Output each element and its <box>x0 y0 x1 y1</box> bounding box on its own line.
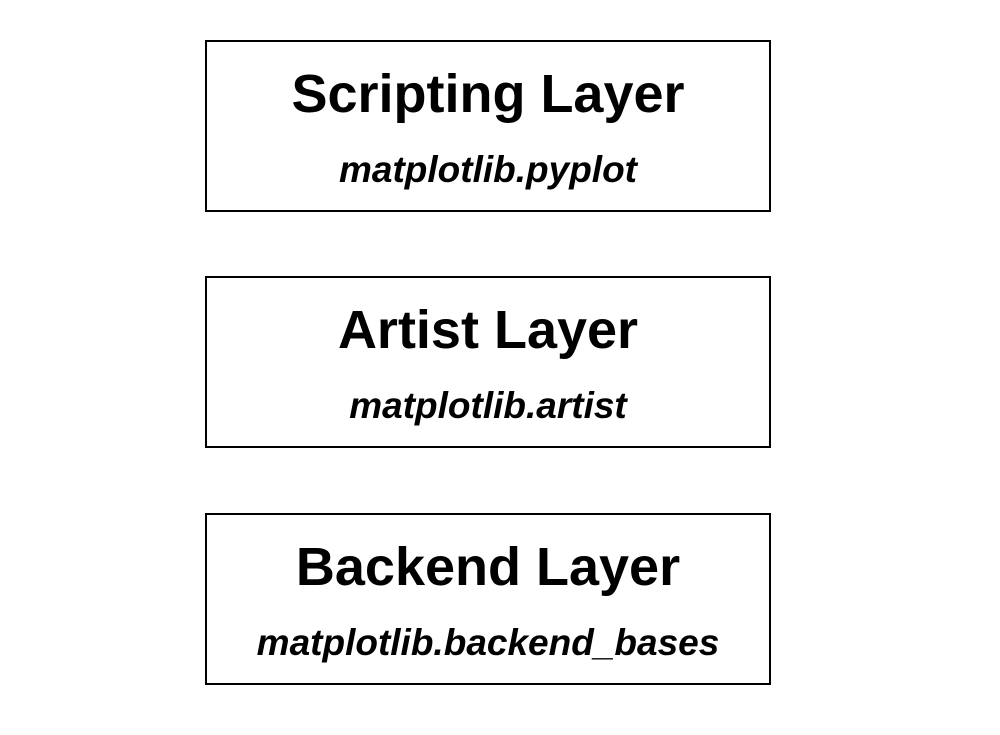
backend-layer-box: Backend Layer matplotlib.backend_bases <box>205 513 771 685</box>
backend-layer-title: Backend Layer <box>295 537 681 597</box>
scripting-layer-title: Scripting Layer <box>291 64 685 124</box>
artist-layer-module: matplotlib.artist <box>349 385 627 426</box>
scripting-layer-box: Scripting Layer matplotlib.pyplot <box>205 40 771 212</box>
artist-layer-title: Artist Layer <box>337 300 639 360</box>
artist-layer-box: Artist Layer matplotlib.artist <box>205 276 771 448</box>
backend-layer-module: matplotlib.backend_bases <box>256 622 720 663</box>
scripting-layer-module: matplotlib.pyplot <box>338 149 638 190</box>
